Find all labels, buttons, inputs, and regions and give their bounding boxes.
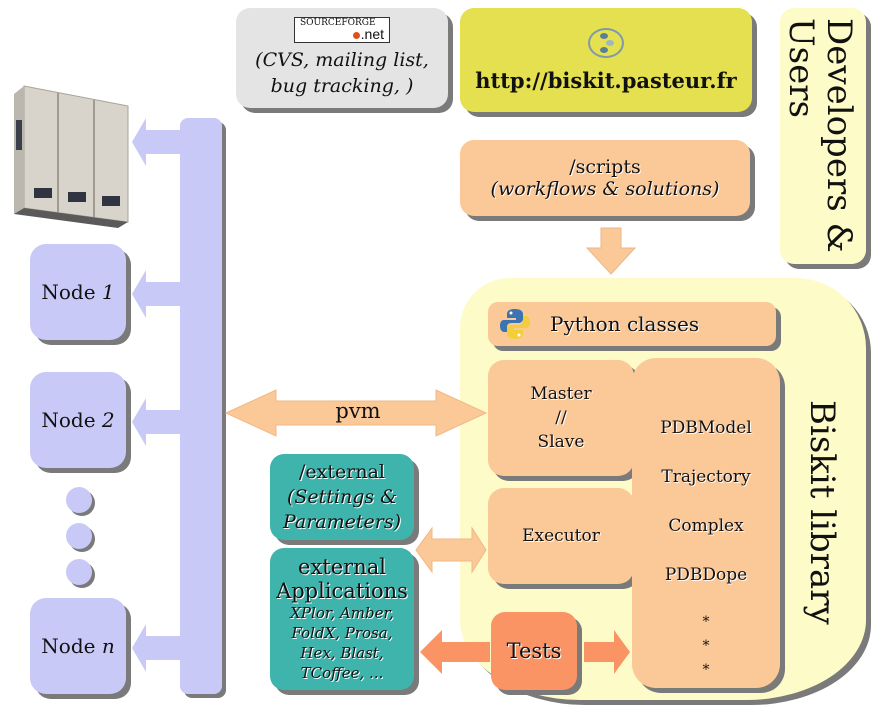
class-pdbdope: PDBDope: [664, 565, 748, 585]
ellipsis-dot-1: [66, 487, 92, 513]
biskit-library-title: Biskit library: [802, 400, 842, 625]
class-more-2: *: [702, 638, 710, 654]
right-arrow-shape: [584, 630, 630, 674]
pvm-label: pvm: [335, 399, 381, 423]
class-complex: Complex: [668, 516, 744, 536]
class-more-1: *: [702, 614, 710, 630]
left-arrow-shape: [132, 118, 180, 166]
audience-line2: Users: [781, 18, 821, 118]
tests-to-external-arrow: [420, 630, 490, 674]
python-classes-box: Python classes: [488, 302, 776, 346]
bus-to-node2-arrow: [132, 398, 180, 446]
left-arrow-shape: [132, 398, 180, 446]
class-pdbmodel: PDBModel: [660, 418, 752, 438]
audience-box: Developers & Users: [780, 8, 866, 264]
external-apps-box: external Applications XPlor, Amber, Fold…: [270, 548, 414, 690]
executor-box: Executor: [488, 488, 634, 584]
double-arrow-shape: [224, 389, 488, 437]
sourceforge-dot-icon: [352, 32, 360, 39]
class-more-3: *: [702, 662, 710, 678]
tests-label: Tests: [506, 639, 562, 663]
tests-to-classes-arrow: [584, 630, 630, 674]
scripts-subtitle: (workflows & solutions): [490, 178, 720, 200]
pvm-arrow: [224, 389, 488, 437]
audience-line1: Developers &: [819, 18, 859, 253]
tests-box: Tests: [491, 612, 577, 690]
executor-label: Executor: [522, 526, 600, 546]
sourceforge-desc-line1: (CVS, mailing list,: [255, 49, 429, 71]
website-box[interactable]: http://biskit.pasteur.fr: [460, 8, 752, 112]
cluster-bus-bar: [180, 118, 222, 694]
master-slave-box: Master // Slave: [488, 360, 634, 476]
scripts-box: /scripts (workflows & solutions): [460, 140, 750, 216]
sourceforge-logo: SOURCEFORGE .net: [294, 17, 390, 43]
left-arrow-shape: [132, 270, 180, 318]
left-arrow-shape: [132, 624, 180, 672]
external-settings-box: /external (Settings & Parameters): [270, 454, 414, 540]
bus-to-node1-arrow: [132, 270, 180, 318]
class-trajectory: Trajectory: [661, 467, 751, 487]
biskit-logo-icon: [588, 27, 624, 58]
left-arrow-shape: [420, 630, 490, 674]
website-url[interactable]: http://biskit.pasteur.fr: [475, 67, 737, 93]
ellipsis-dot-3: [66, 559, 92, 585]
executor-external-arrow: [415, 526, 487, 574]
server-rack-icon: [14, 85, 129, 228]
bus-to-server-arrow: [132, 118, 180, 166]
classes-box: PDBModel Trajectory Complex PDBDope * * …: [632, 358, 780, 688]
sourceforge-desc-line2: bug tracking, ): [270, 75, 414, 97]
down-arrow-shape: [585, 227, 637, 275]
double-arrow-shape: [415, 526, 487, 574]
ellipsis-dot-2: [66, 523, 92, 549]
scripts-title: /scripts: [569, 156, 641, 178]
node-1: Node 1: [30, 244, 126, 340]
sourceforge-box: SOURCEFORGE .net (CVS, mailing list, bug…: [236, 8, 448, 108]
bus-to-noden-arrow: [132, 624, 180, 672]
python-classes-label: Python classes: [550, 312, 700, 336]
scripts-to-library-arrow: [585, 227, 637, 275]
python-logo-icon: [500, 309, 530, 339]
node-n: Node n: [30, 598, 126, 694]
node-2: Node 2: [30, 372, 126, 468]
